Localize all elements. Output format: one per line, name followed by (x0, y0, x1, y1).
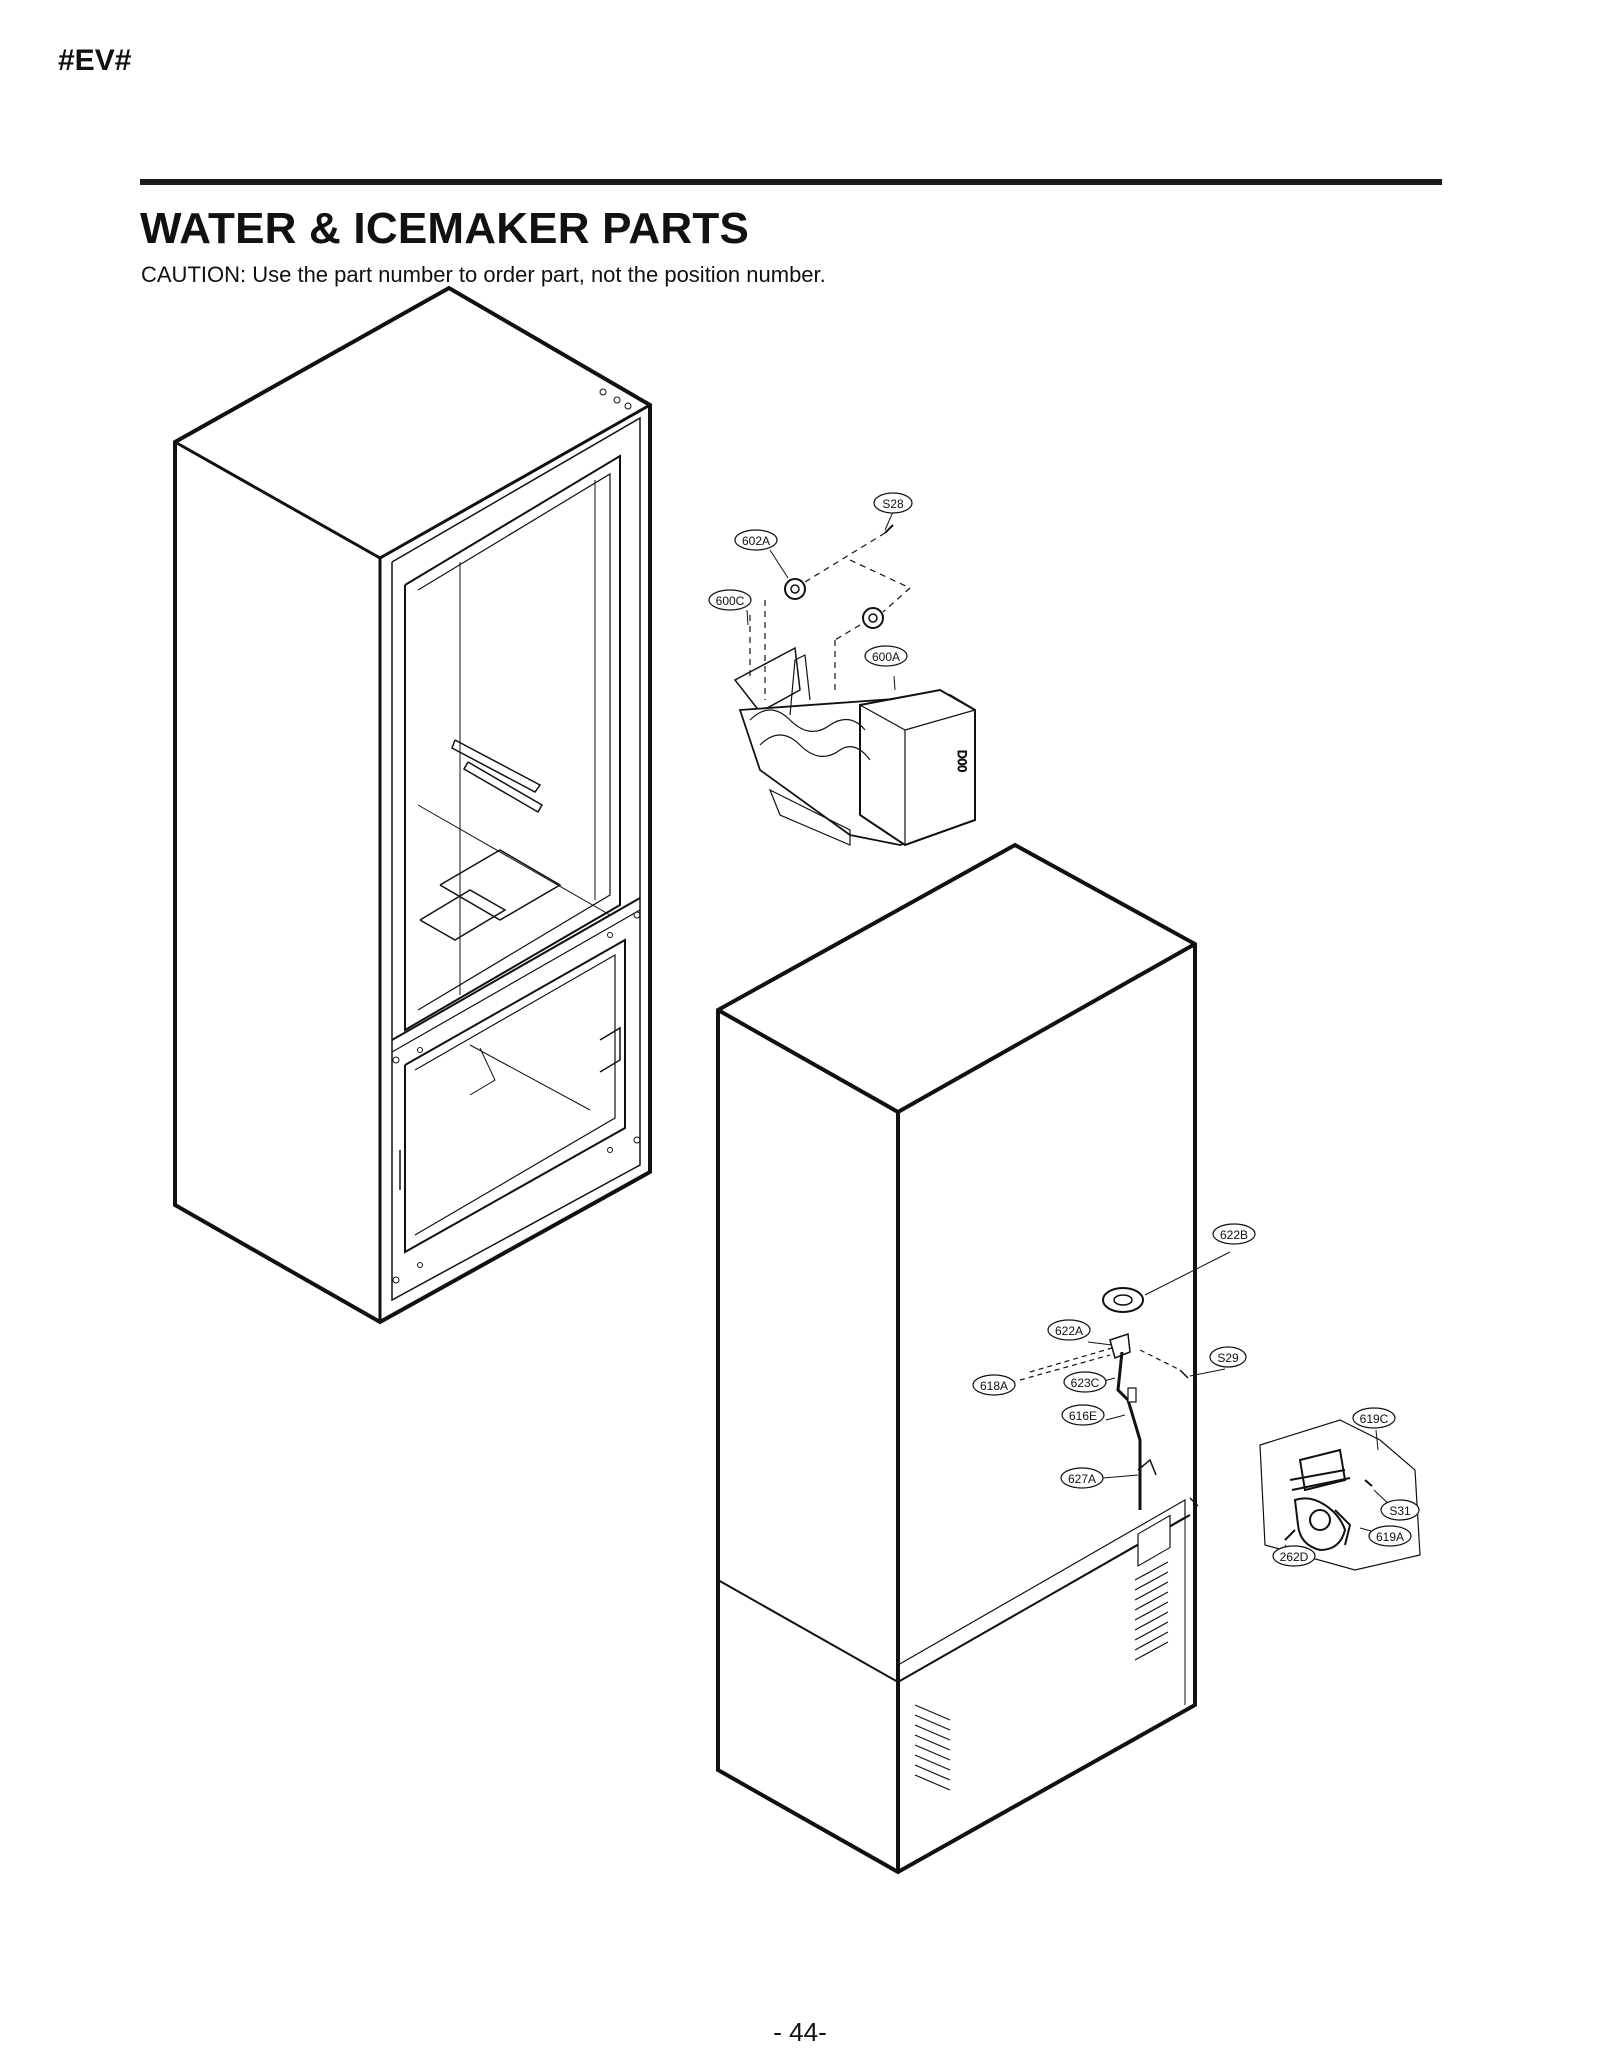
callout-label: S29 (1217, 1351, 1239, 1365)
header-rule (140, 179, 1442, 185)
callout-S31: S31 (1380, 1499, 1420, 1521)
page-number: - 44- (773, 2017, 827, 2047)
callout-label: 619C (1360, 1412, 1389, 1426)
callout-600A: 600A (864, 645, 908, 667)
callout-label: S31 (1389, 1504, 1411, 1518)
callout-S29: S29 (1209, 1346, 1247, 1368)
callout-627A: 627A (1060, 1467, 1104, 1489)
callout-616E: 616E (1061, 1404, 1105, 1426)
callout-label: 618A (980, 1379, 1008, 1393)
caution-note: CAUTION: Use the part number to order pa… (141, 262, 826, 287)
callout-label: 622B (1220, 1228, 1248, 1242)
callout-623C: 623C (1063, 1371, 1107, 1393)
icemaker-leader-lines (749, 532, 911, 700)
page-title: WATER & ICEMAKER PARTS (140, 204, 749, 253)
callout-S28: S28 (873, 492, 913, 514)
callout-label: 616E (1069, 1409, 1097, 1423)
icemaker-assembly: D00 (733, 524, 976, 847)
callout-label: 627A (1068, 1472, 1096, 1486)
fresh-food-cabinet (173, 285, 652, 1325)
callout-label: 600A (872, 650, 900, 664)
callout-262D: 262D (1272, 1545, 1316, 1567)
callout-622B: 622B (1212, 1223, 1256, 1245)
callout-label: 602A (742, 534, 770, 548)
callout-619C: 619C (1352, 1407, 1396, 1429)
callout-label: 622A (1055, 1324, 1083, 1338)
callout-label: 619A (1376, 1530, 1404, 1544)
callout-622A: 622A (1047, 1319, 1091, 1341)
callout-label: 623C (1071, 1376, 1100, 1390)
callout-label: 262D (1280, 1550, 1309, 1564)
svg-text:D00: D00 (955, 750, 969, 772)
callout-label: 600C (716, 594, 745, 608)
cabinet-rear (716, 842, 1197, 1875)
document-code: #EV# (58, 44, 132, 77)
callout-label: S28 (882, 497, 904, 511)
callout-602A: 602A (734, 529, 778, 551)
callout-600C: 600C (708, 589, 752, 611)
callout-619A: 619A (1368, 1525, 1412, 1547)
rear-vents (914, 1514, 1171, 1791)
callout-618A: 618A (972, 1374, 1016, 1396)
